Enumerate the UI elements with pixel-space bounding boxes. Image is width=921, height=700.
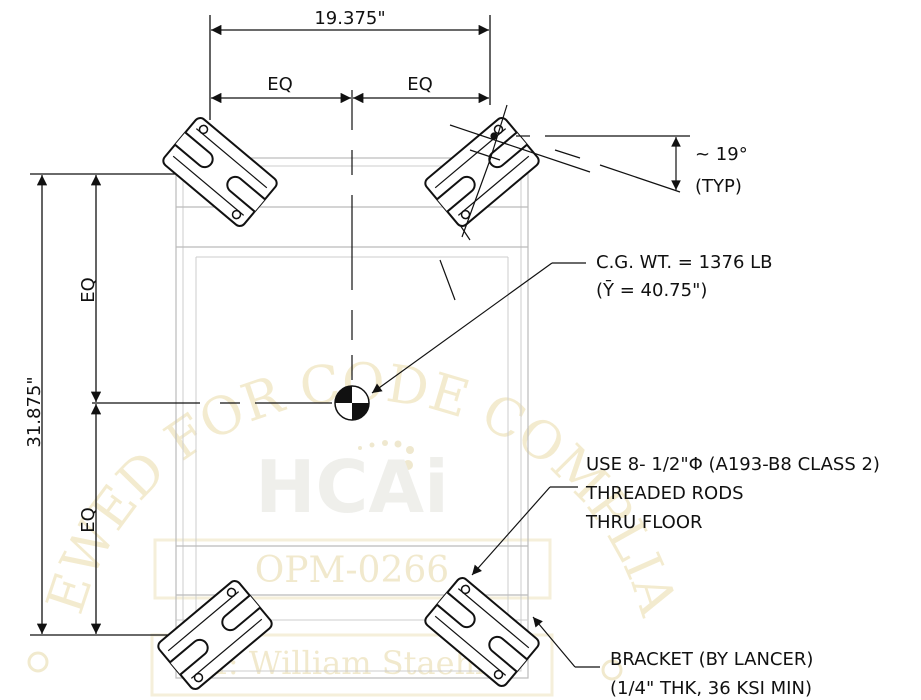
- rod-note-line3: THRU FLOOR: [585, 512, 703, 533]
- rod-note-line1: USE 8- 1/2"Φ (A193-B8 CLASS 2): [586, 454, 880, 475]
- cg-symbol: [334, 385, 370, 421]
- cg-ybar-label: (Ȳ = 40.75"): [596, 279, 707, 301]
- eq-lower-label: EQ: [78, 507, 99, 533]
- rod-leader: [471, 486, 578, 576]
- left-dimensions: 31.875" EQ EQ: [24, 173, 175, 636]
- bracket-top-right: [424, 117, 540, 227]
- top-dimensions: 19.375" EQ EQ: [209, 8, 491, 120]
- angle-typ-label: (TYP): [695, 176, 742, 197]
- stamp-arc-text: REVIEWED FOR CODE COMPLIANCE: [0, 0, 688, 624]
- cg-leader: [371, 262, 586, 394]
- review-stamp: REVIEWED FOR CODE COMPLIANCE HCAi OPM-02…: [0, 0, 688, 697]
- stamp-number: OPM-0266: [255, 550, 449, 591]
- stamp-reviewer-box: [150, 633, 554, 697]
- rod-note-line2: THREADED RODS: [585, 483, 744, 504]
- overall-height-label: 31.875": [24, 376, 45, 447]
- eq-left-label: EQ: [267, 74, 293, 95]
- angle-label: ~ 19°: [695, 144, 748, 165]
- overall-width-label: 19.375": [314, 8, 385, 29]
- eq-upper-label: EQ: [78, 277, 99, 303]
- angle-annotation: [449, 104, 690, 238]
- centerlines: [92, 90, 471, 404]
- stamp-dot-right: [601, 659, 623, 681]
- stamp-logo-dots: [358, 440, 414, 470]
- bracket-bottom-right: [424, 577, 540, 687]
- bracket-note-line2: (1/4" THK, 36 KSI MIN): [610, 678, 812, 699]
- stamp-agency: HCAi: [255, 445, 449, 529]
- bracket-leader: [532, 616, 600, 668]
- eq-right-label: EQ: [407, 74, 433, 95]
- bracket-top-left: [162, 117, 278, 227]
- stamp-dot-left: [27, 651, 49, 673]
- cg-weight-label: C.G. WT. = 1376 LB: [596, 252, 773, 273]
- bracket-bottom-left: [157, 580, 273, 690]
- stamp-number-box: [153, 538, 552, 600]
- bracket-note-line1: BRACKET (BY LANCER): [610, 649, 813, 670]
